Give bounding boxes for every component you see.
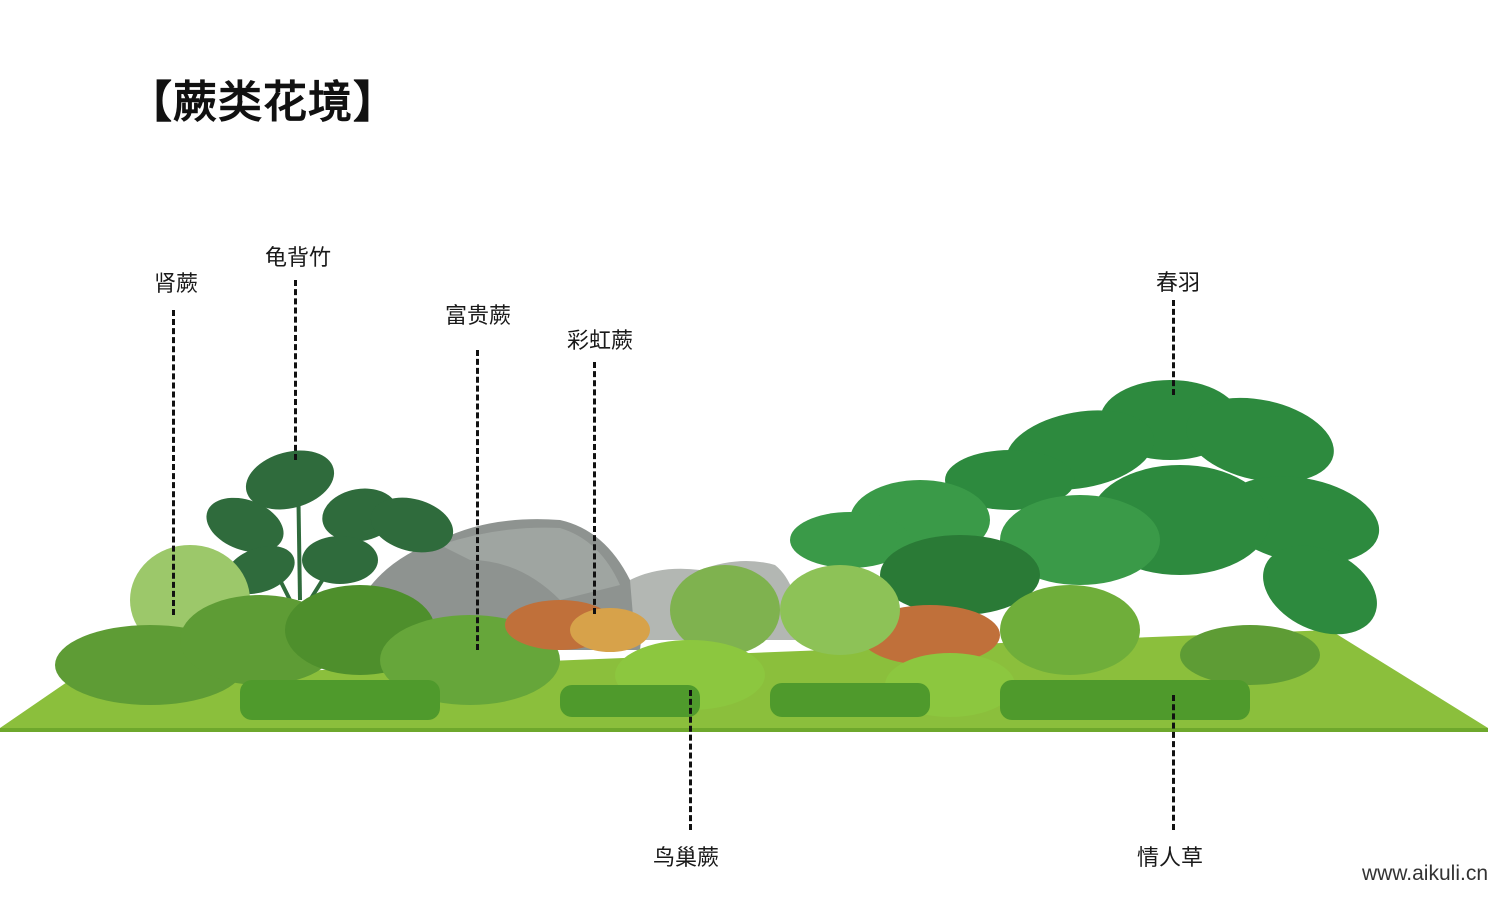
- leader-line-guibeizhu: [294, 280, 297, 460]
- label-qingrencao: 情人草: [1136, 846, 1204, 871]
- leader-line-caihongjue: [593, 362, 596, 614]
- leader-line-niaochaojue: [689, 690, 692, 830]
- label-chunyu: 春羽: [1155, 271, 1201, 296]
- monstera-plant: [206, 450, 454, 602]
- watermark-url: www.aikuli.cn: [1361, 862, 1488, 885]
- label-fuguijue: 富贵蕨: [444, 304, 512, 329]
- leader-line-fuguijue: [476, 350, 479, 650]
- label-shenjue: 肾蕨: [153, 272, 199, 297]
- leader-line-shenjue: [172, 310, 175, 615]
- page-title: 【蕨类花境】: [128, 77, 398, 128]
- leader-line-chunyu: [1172, 300, 1175, 395]
- large-rock-shade: [440, 527, 620, 600]
- label-caihongjue: 彩虹蕨: [566, 329, 634, 354]
- label-niaochaojue: 鸟巢蕨: [652, 846, 720, 871]
- fern-cluster-middle: [670, 565, 1320, 685]
- leader-line-qingrencao: [1172, 695, 1175, 830]
- lawn-edge: [0, 728, 1488, 732]
- philodendron-plant: [790, 380, 1380, 635]
- label-guibeizhu: 龟背竹: [264, 246, 332, 271]
- groundcover-hedge: [240, 680, 1250, 720]
